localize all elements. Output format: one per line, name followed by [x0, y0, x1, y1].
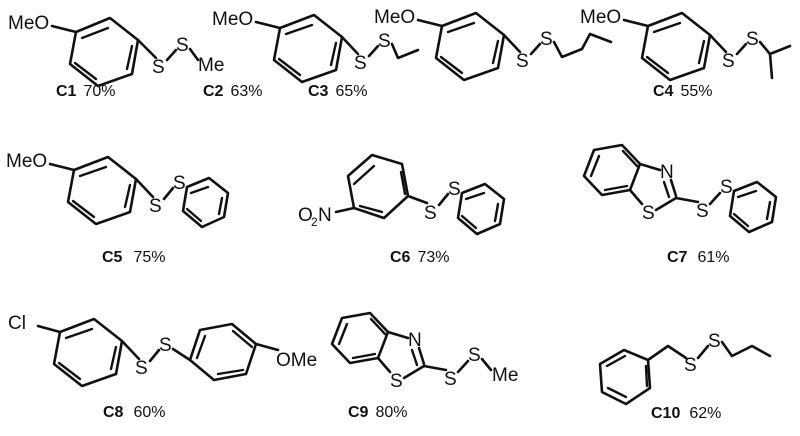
- atom-label-cl-c8: Cl: [8, 313, 26, 334]
- atom-label-s1-c10: S: [684, 355, 697, 376]
- compound-id-c4: C4: [653, 83, 674, 100]
- caption-c8: C8 60%: [103, 405, 165, 421]
- structure-c7-svg: N S S S: [582, 143, 778, 234]
- compound-yield-c7: 61%: [697, 249, 730, 266]
- structure-c1: MeO S S Me: [4, 6, 224, 88]
- compound-yield-c8: 60%: [133, 404, 166, 421]
- atom-label-meo: MeO: [8, 13, 49, 34]
- caption-c4: C4 55%: [653, 84, 712, 100]
- atom-label-s2-c5: S: [173, 173, 186, 194]
- atom-label-s1-c7: S: [696, 201, 709, 222]
- structure-c9-svg: N S S S Me: [330, 311, 518, 392]
- atom-label-s1-c5: S: [149, 196, 162, 217]
- structure-c4: MeO S S: [580, 4, 795, 89]
- structure-c8: Cl S S OMe: [4, 308, 317, 408]
- atom-label-s2-c7: S: [720, 177, 733, 198]
- atom-label-s-ring-c9: S: [390, 371, 403, 392]
- atom-label-n-c7: N: [660, 162, 674, 183]
- atom-label-meo-c5: MeO: [6, 151, 47, 172]
- atom-label-me-c1: Me: [198, 55, 224, 76]
- caption-c3: C3 65%: [308, 84, 367, 100]
- caption-c1: C1 70%: [56, 84, 115, 100]
- atom-label-s1-c3: S: [516, 51, 529, 72]
- structure-c2-svg: MeO S S: [212, 9, 420, 84]
- compound-yield-c3: 65%: [335, 83, 368, 100]
- atom-label-s2-c3: S: [540, 29, 553, 50]
- caption-c7: C7 61%: [667, 250, 729, 266]
- structure-c10-svg: S S: [598, 331, 772, 406]
- atom-label-s2-c4: S: [746, 29, 759, 50]
- structure-c6: O 2 N S S: [296, 146, 541, 251]
- structure-c7: N S S S: [564, 140, 799, 250]
- atom-label-s2-c10: S: [708, 331, 721, 352]
- compound-id-c9: C9: [348, 404, 369, 421]
- atom-label-nitro-o: O: [298, 205, 313, 226]
- compound-id-c8: C8: [103, 404, 124, 421]
- caption-c2: C2 63%: [203, 84, 262, 100]
- atom-label-meo-c2: MeO: [212, 9, 253, 30]
- structure-c10: S S: [590, 322, 790, 417]
- atom-label-s1-c9: S: [444, 369, 457, 390]
- caption-c6: C6 73%: [390, 250, 449, 266]
- compound-yield-c5: 75%: [133, 249, 166, 266]
- compound-id-c3: C3: [308, 83, 329, 100]
- atom-label-nitro-sub: 2: [311, 215, 318, 229]
- caption-c9: C9 80%: [348, 405, 407, 421]
- atom-label-s1-c8: S: [135, 358, 148, 379]
- structure-c5-svg: MeO S S: [6, 151, 230, 229]
- atom-label-s1-c1: S: [152, 57, 165, 78]
- structure-c6-svg: O 2 N S S: [298, 153, 506, 236]
- atom-label-s2-c9: S: [468, 345, 481, 366]
- atom-label-s2-c6: S: [448, 179, 461, 200]
- compound-yield-c2: 63%: [230, 83, 263, 100]
- structure-c5: MeO S S: [4, 146, 254, 251]
- compound-yield-c6: 73%: [417, 249, 450, 266]
- compound-id-c2: C2: [203, 83, 224, 100]
- compound-yield-c1: 70%: [83, 83, 116, 100]
- compound-id-c10: C10: [651, 405, 681, 422]
- structure-c2: MeO S S: [212, 6, 420, 86]
- compound-yield-c4: 55%: [680, 83, 713, 100]
- atom-label-s2-c2: S: [378, 31, 391, 52]
- atom-label-meo-c4: MeO: [580, 7, 621, 28]
- structure-c4-svg: MeO S S: [580, 7, 792, 82]
- atom-label-s1-c2: S: [354, 53, 367, 74]
- caption-c10: C10 62%: [651, 406, 721, 422]
- compound-yield-c10: 62%: [689, 405, 722, 422]
- atom-label-meo-c3: MeO: [374, 7, 415, 28]
- atom-label-n-c9: N: [408, 330, 422, 351]
- atom-label-s2-c8: S: [159, 335, 172, 356]
- caption-c5: C5 75%: [102, 250, 165, 266]
- atom-label-me-c9: Me: [492, 365, 518, 386]
- structure-c3: MeO S S: [374, 4, 613, 84]
- atom-label-s1-c6: S: [424, 203, 437, 224]
- structure-c3-svg: MeO S S: [374, 7, 613, 82]
- compound-id-c5: C5: [102, 249, 123, 266]
- structure-c1-svg: MeO S S Me: [8, 13, 224, 88]
- atom-label-ome-c8: OMe: [276, 350, 317, 371]
- compound-id-c7: C7: [667, 249, 688, 266]
- structure-c8-svg: Cl S S OMe: [8, 313, 317, 388]
- compound-id-c6: C6: [390, 249, 411, 266]
- atom-label-s2-c1: S: [176, 35, 189, 56]
- atom-label-nitro-n: N: [318, 205, 332, 226]
- structure-c9: N S S S Me: [312, 308, 542, 408]
- compound-yield-c9: 80%: [375, 404, 408, 421]
- atom-label-s1-c4: S: [722, 51, 735, 72]
- atom-label-s-ring-c7: S: [642, 203, 655, 224]
- compound-id-c1: C1: [56, 83, 77, 100]
